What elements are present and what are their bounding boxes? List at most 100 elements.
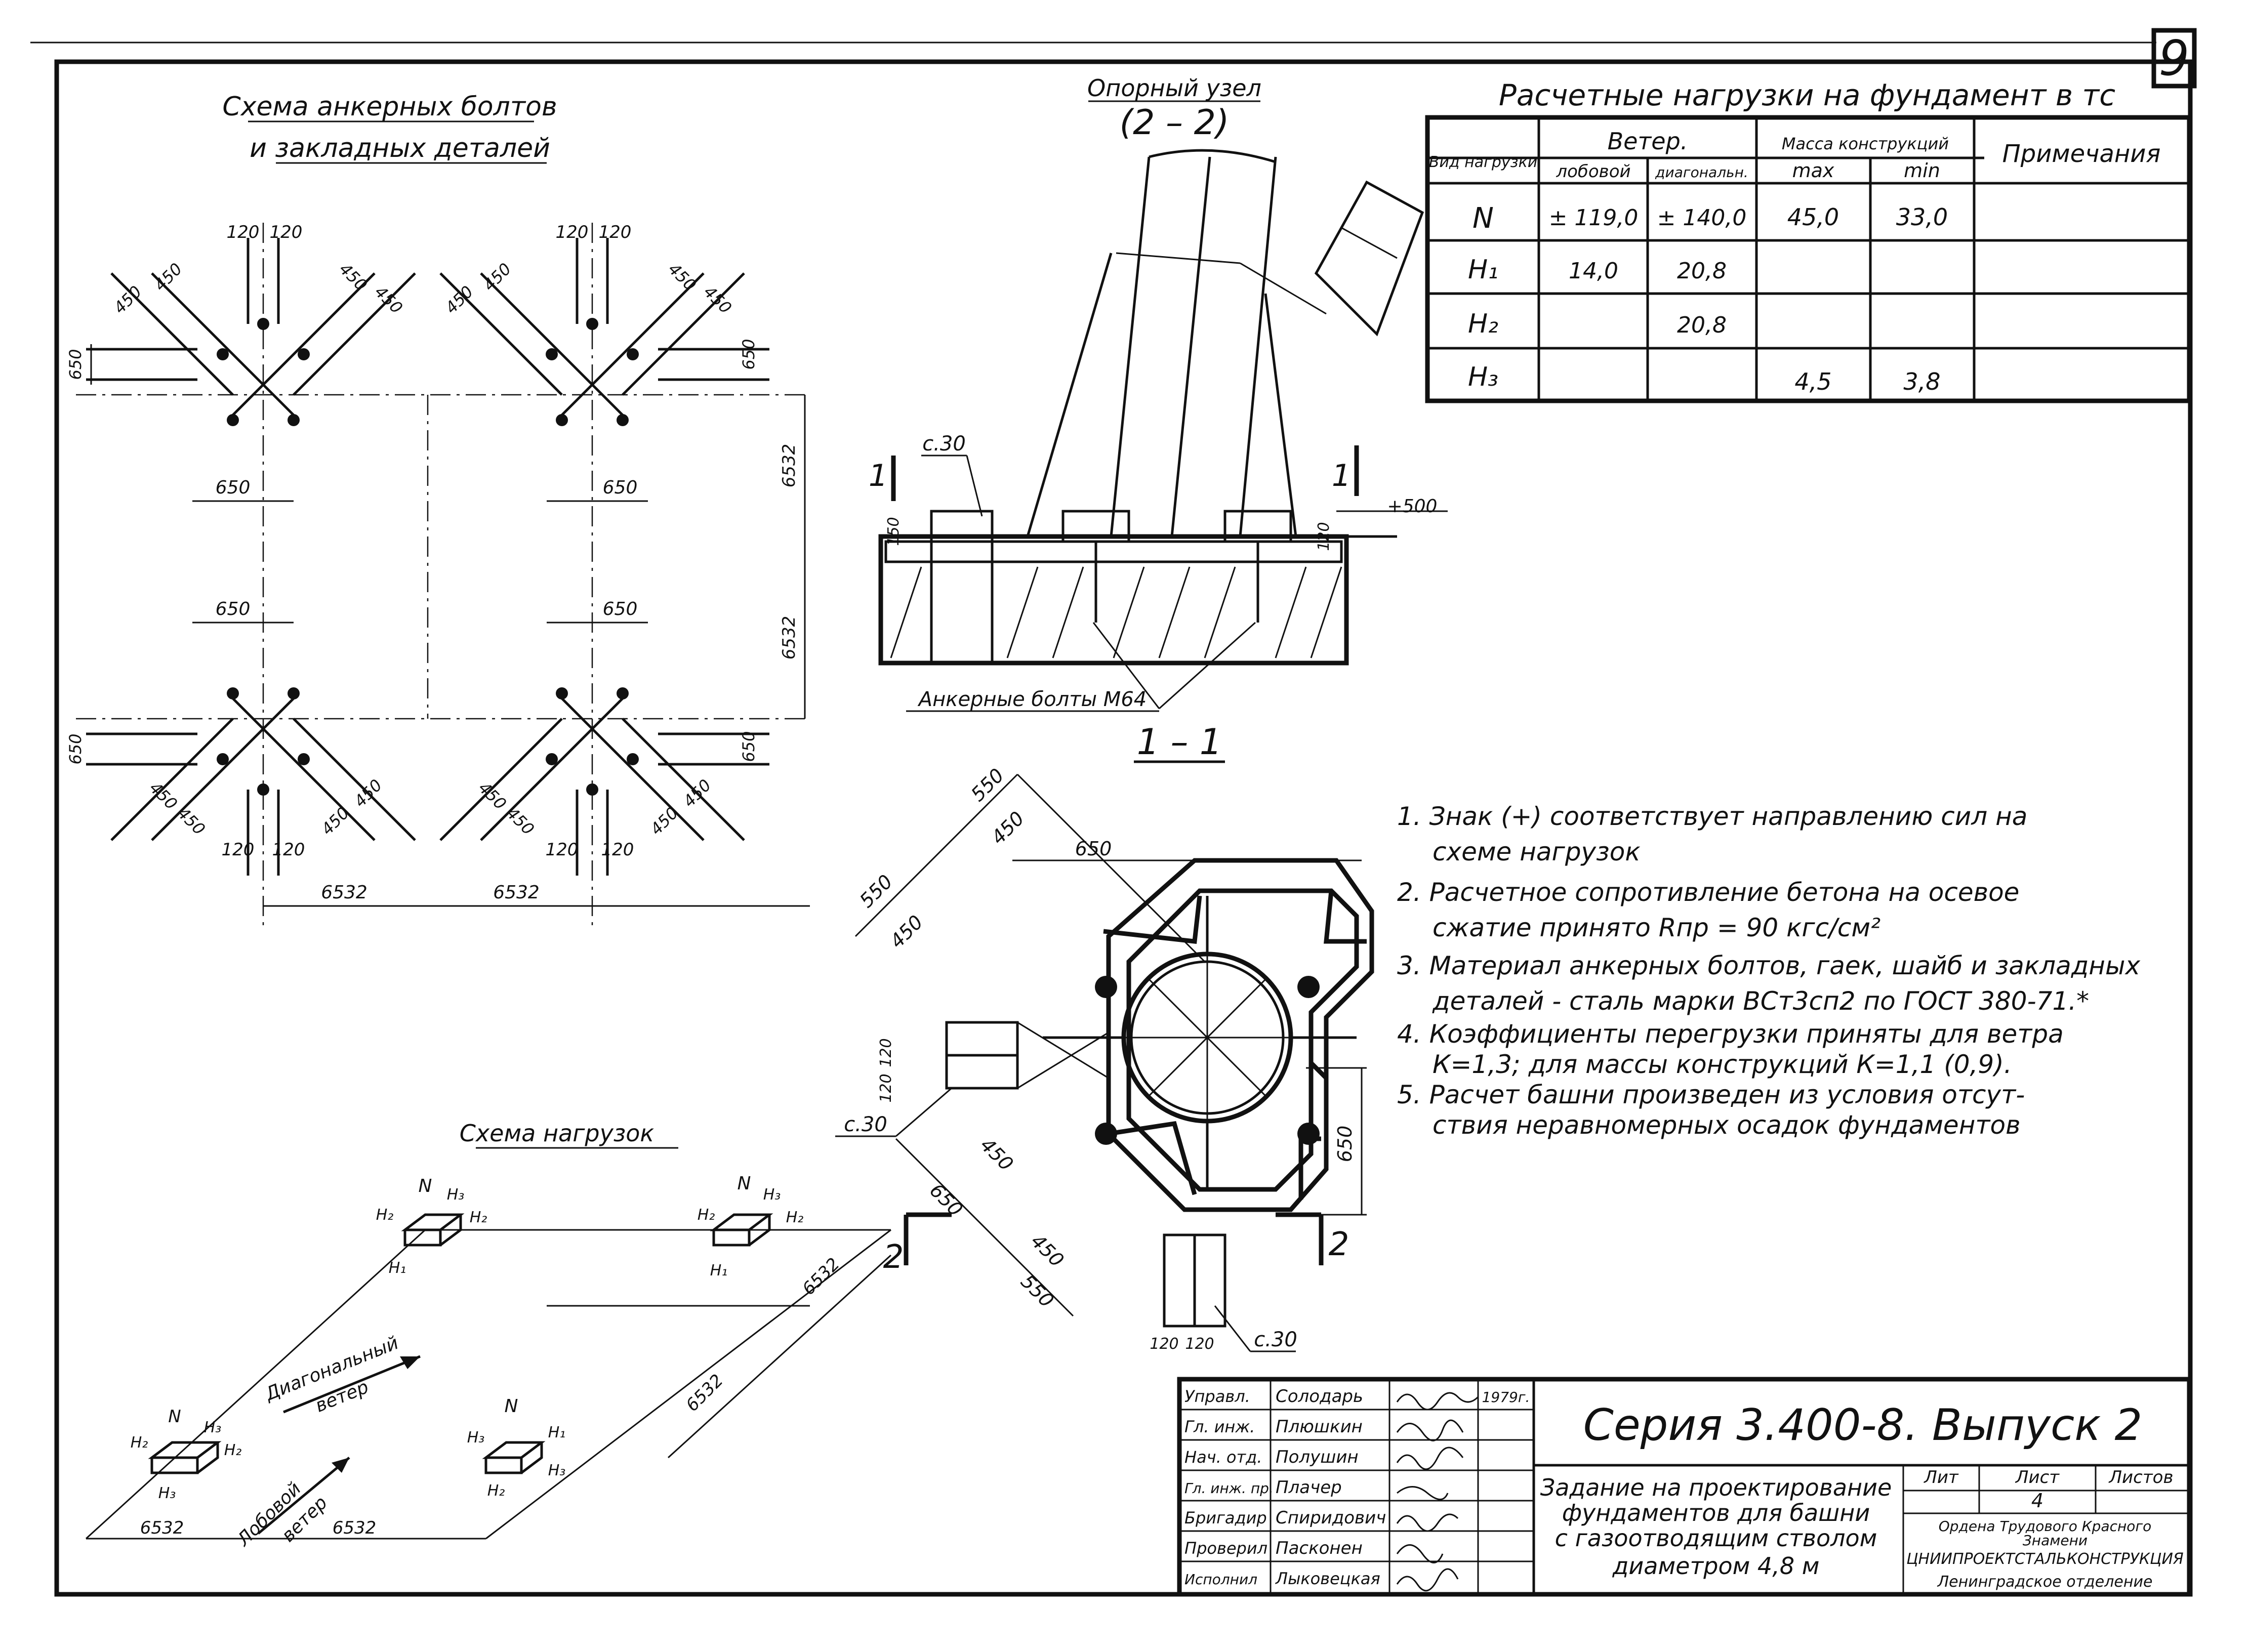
row-h1-diagonal: 20,8 [1677,258,1727,284]
load-label: H₁ [710,1262,728,1279]
section-c30-right: с.30 [1254,1328,1297,1351]
row-h2-diagonal: 20,8 [1677,312,1727,338]
note-line: деталей - сталь марки ВСт3сп2 по ГОСТ 38… [1432,986,2089,1016]
signature-role: Бригадир [1184,1508,1267,1527]
section-dim-120-a: 120 [877,1038,895,1067]
pad-bottom-left: N H₂ H₃ H₂ H₃ [131,1407,242,1502]
dim-450-tr-1: 450 [441,282,477,317]
title-sheets-label: Листов [2108,1467,2173,1488]
dim-650-tr: 650 [603,477,638,498]
support-node-subtitle: (2 – 2) [1120,103,1230,143]
row-n-name: N [1472,202,1494,235]
load-label: N [505,1396,518,1417]
general-notes: 1. Знак (+) соответствует направлению си… [1397,802,2140,1140]
support-level-label: +500 [1387,496,1438,517]
section-dim-450-left: 450 [886,911,927,953]
bolt-group-top-right [439,238,769,426]
note-line: схеме нагрузок [1433,837,1641,866]
signature-role: Проверил [1184,1539,1267,1558]
dim-6532-vert-1: 6532 [779,444,799,488]
dim-650-bl: 650 [216,599,251,620]
section-dim-650-top: 650 [1075,838,1112,860]
header-load-type: Вид нагрузки [1429,153,1537,171]
cut-mark-1-left: 1 [869,458,888,493]
signature-row: Исполнил Лыковецкая [1184,1569,1380,1588]
section-1-1-title: 1 – 1 [1137,721,1222,763]
title-desc-2: фундаментов для башни [1562,1499,1870,1526]
signature-role: Гл. инж. пр. [1184,1480,1274,1497]
support-c30-label: с.30 [922,432,966,456]
title-sheet-label: Лист [2015,1467,2060,1488]
dim-650-right-bot: 650 [739,731,758,762]
title-desc-1: Задание на проектирование [1540,1474,1892,1501]
load-label: H₂ [470,1209,487,1226]
anchor-scheme-title-2: и закладных деталей [250,133,550,163]
load-label: H₂ [376,1206,394,1224]
dim-450-br-2: 450 [503,803,538,839]
header-min: min [1904,159,1940,182]
table-row: H₂ 20,8 [1468,309,1727,339]
header-frontal: лобовой [1556,161,1630,182]
table-row: H₁ 14,0 20,8 [1468,255,1727,285]
note-line: 5. Расчет башни произведен из условия от… [1397,1080,2025,1109]
dim-120-top-right: 120 [556,222,589,242]
section-dim-550-bottom: 550 [1016,1270,1058,1312]
section-dim-550-left: 550 [855,871,897,912]
title-org-3: ЦНИИПРОЕКТСТАЛЬКОНСТРУКЦИЯ [1906,1550,2184,1568]
bolt-group-bottom-right [439,687,769,876]
signature-role: Исполнил [1184,1571,1257,1588]
row-h1-frontal: 14,0 [1569,258,1618,284]
title-org-1: Ордена Трудового Красного [1939,1518,2152,1535]
dim-6532-vert-2: 6532 [779,616,799,660]
load-label: H₂ [131,1434,148,1452]
note-line: 3. Материал анкерных болтов, гаек, шайб … [1397,951,2140,980]
section-dim-450-top: 450 [987,807,1029,849]
title-desc-4: диаметром 4,8 м [1612,1552,1820,1580]
pad-top-left: N H₂ H₃ H₂ H₁ [376,1176,487,1277]
dim-450-tr-3: 450 [665,259,700,295]
load-label: N [738,1173,751,1194]
load-scheme-dim-2: 6532 [682,1370,727,1415]
note-line: 1. Знак (+) соответствует направлению си… [1397,802,2027,831]
signature-role: Управл. [1184,1387,1250,1406]
dim-650-left-bot: 650 [66,733,85,764]
header-notes: Примечания [2002,140,2161,168]
cut-mark-1-right: 1 [1332,458,1351,493]
handwritten-signatures [1396,1392,1479,1592]
signature-role: Гл. инж. [1184,1417,1255,1436]
dim-120-bl-b: 120 [272,840,305,860]
section-dim-550-top: 550 [967,764,1008,806]
signature-row: Гл. инж. Плюшкин [1184,1417,1363,1437]
title-org-2: Знамени [2023,1532,2088,1549]
row-n-frontal: ± 119,0 [1549,205,1639,231]
dim-450-br-1: 450 [475,778,510,813]
support-dim-150: 150 [885,517,903,546]
section-c30-left: с.30 [844,1113,887,1136]
dim-650-tl: 650 [216,477,251,498]
signature-row: Бригадир Спиридович [1184,1508,1386,1528]
load-label: H₃ [548,1462,566,1479]
sheet-number: 9 [2159,31,2189,87]
row-h3-min: 3,8 [1903,368,1940,395]
section-dim-120-c: 120 [1150,1335,1178,1353]
signature-name: Полушин [1276,1447,1359,1467]
cut-mark-2-right: 2 [1329,1226,1349,1263]
signature-row: Нач. отд. Полушин [1184,1447,1359,1467]
load-label: H₁ [548,1424,566,1441]
load-label: H₃ [447,1186,465,1204]
anchor-scheme-title-1: Схема анкерных болтов [222,92,557,122]
dim-450-bl-2: 450 [174,803,209,839]
title-series: Серия 3.400-8. Выпуск 2 [1583,1400,2142,1451]
cut-mark-2-left: 2 [883,1238,904,1276]
load-label: H₃ [763,1186,781,1204]
note-line: ствия неравномерных осадок фундаментов [1433,1110,2021,1140]
dim-650-left-top: 650 [66,349,85,380]
title-sheet-value: 4 [2031,1490,2043,1512]
dim-120-bl: 120 [222,840,255,860]
header-wind: Ветер. [1608,128,1688,155]
note-line: 4. Коэффициенты перегрузки приняты для в… [1397,1019,2064,1049]
row-h2-name: H₂ [1468,309,1498,339]
loads-table: Расчетные нагрузки на фундамент в тс Вид… [1425,78,2192,403]
load-label: H₃ [204,1419,222,1436]
